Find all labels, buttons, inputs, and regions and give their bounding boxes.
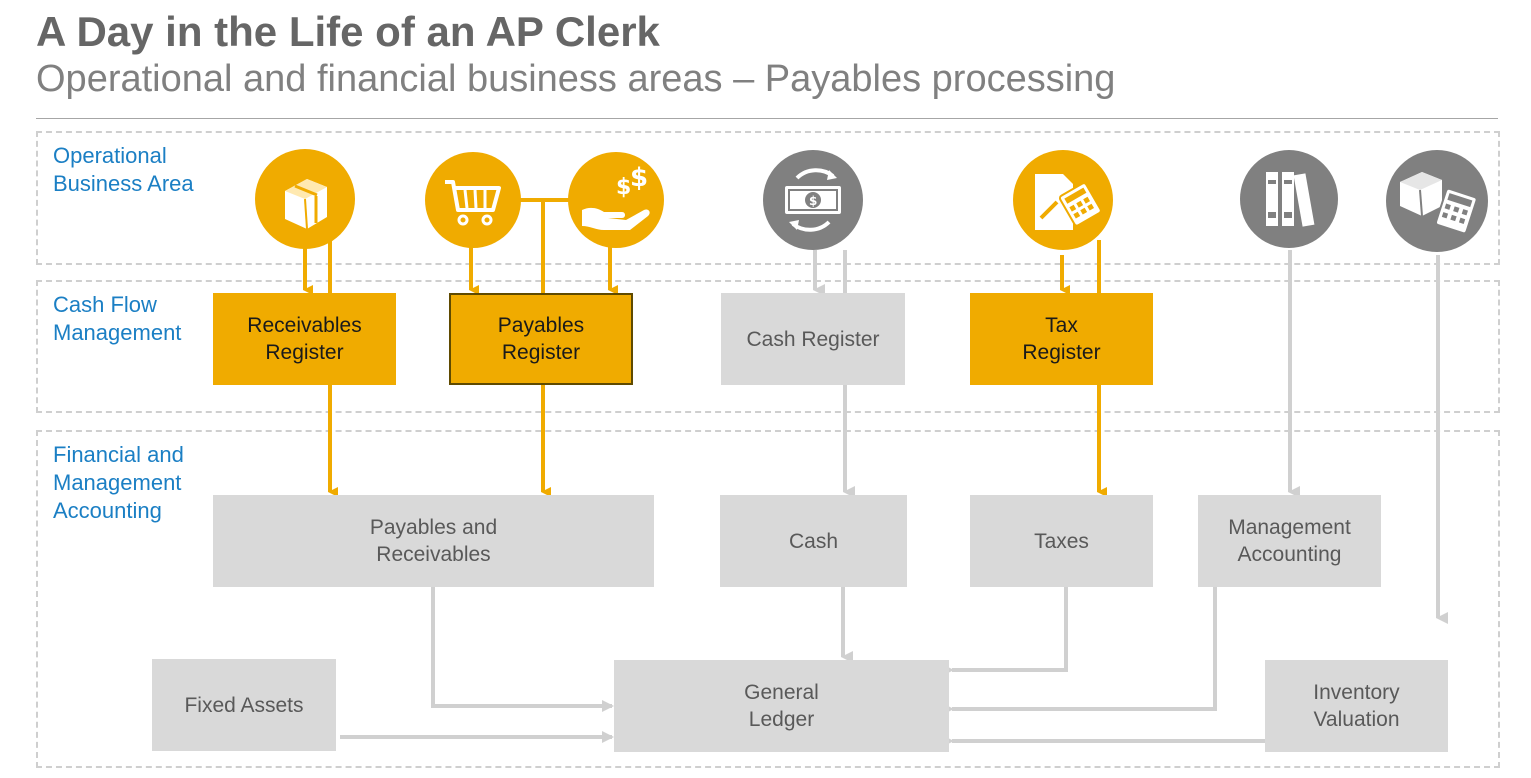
shopping-cart-icon [425, 152, 521, 253]
arrow-taxes-ledger [942, 587, 1068, 676]
binders-icon [1240, 150, 1338, 253]
arrow-payrec-ledger [431, 587, 614, 712]
package-icon [255, 149, 355, 254]
cash-box[interactable]: Cash [720, 495, 907, 587]
page-subtitle: Operational and financial business areas… [36, 58, 1116, 100]
inventory-valuation-box[interactable]: Inventory Valuation [1265, 660, 1448, 752]
general-ledger-box[interactable]: General Ledger [614, 660, 949, 752]
page-title: A Day in the Life of an AP Clerk [36, 8, 660, 55]
title-divider [36, 118, 1498, 119]
cash-flow-band-label: Cash Flow Management [53, 292, 182, 345]
management-accounting-box[interactable]: Management Accounting [1198, 495, 1381, 587]
payables-receivables-box[interactable]: Payables and Receivables [213, 495, 654, 587]
payables-register-box[interactable]: Payables Register [449, 293, 633, 385]
taxes-box[interactable]: Taxes [970, 495, 1153, 587]
financial-band-label: Financial and Management Accounting [53, 442, 184, 523]
cash-register-box[interactable]: Cash Register [721, 293, 905, 385]
financial-band [36, 430, 1500, 768]
arrow-mgmt-ledger [942, 587, 1217, 715]
fixed-assets-box[interactable]: Fixed Assets [152, 659, 336, 751]
inventory-calculator-icon [1386, 150, 1488, 257]
receivables-register-box[interactable]: Receivables Register [213, 293, 396, 385]
tax-register-box[interactable]: Tax Register [970, 293, 1153, 385]
svg-text:$: $ [809, 194, 817, 208]
operational-band [36, 131, 1500, 265]
svg-text:$: $ [630, 163, 648, 193]
svg-text:$: $ [616, 175, 631, 200]
cash-exchange-icon: $ [763, 150, 863, 255]
tax-document-calculator-icon [1013, 150, 1113, 255]
hand-money-icon: $ $ [568, 152, 664, 253]
cash-flow-band [36, 280, 1500, 413]
operational-band-label: Operational Business Area [53, 143, 194, 196]
